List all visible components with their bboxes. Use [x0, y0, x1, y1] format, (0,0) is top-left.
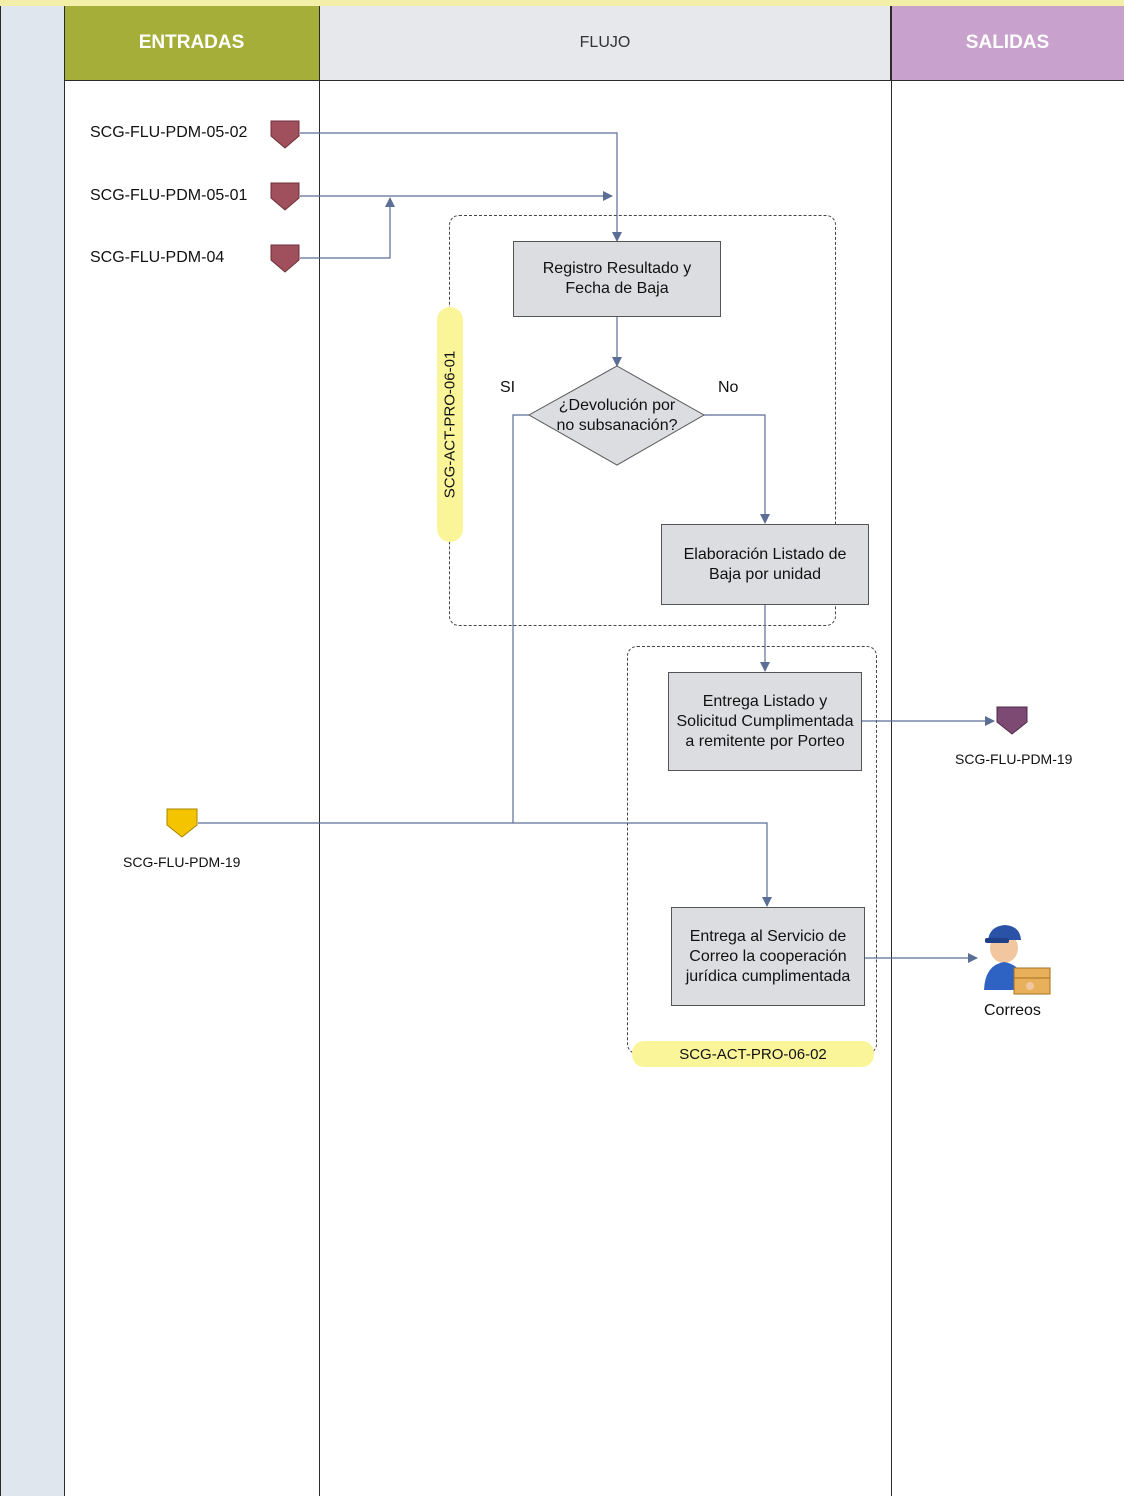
process-registro[interactable]: Registro Resultado y Fecha de Baja	[513, 241, 721, 317]
document-icon-19-output	[996, 706, 1028, 735]
connector-decision-no	[703, 414, 770, 524]
lane-divider-flujo-salidas	[891, 6, 892, 1496]
process-entrega-listado[interactable]: Entrega Listado y Solicitud Cumplimentad…	[668, 672, 862, 771]
document-icon-19-input	[166, 808, 198, 838]
document-icon-05-01	[270, 182, 300, 211]
lane-header-flujo: FLUJO	[319, 6, 891, 80]
lane-divider-left	[64, 6, 65, 1496]
input-label-19: SCG-FLU-PDM-19	[123, 854, 241, 870]
decision-no-label: No	[718, 379, 739, 396]
connector-04-merge	[300, 197, 395, 259]
group-tag-06-01: SCG-ACT-PRO-06-01	[437, 307, 463, 542]
header-bottom-line	[64, 80, 1124, 81]
output-label-19: SCG-FLU-PDM-19	[955, 751, 1073, 767]
document-icon-04	[270, 244, 300, 273]
process-elaboracion[interactable]: Elaboración Listado de Baja por unidad	[661, 524, 869, 605]
group-tag-06-02: SCG-ACT-PRO-06-02	[632, 1041, 874, 1067]
lane-divider-entradas-flujo	[319, 6, 320, 1496]
input-label-04: SCG-FLU-PDM-04	[90, 249, 225, 266]
input-label-05-01: SCG-FLU-PDM-05-01	[90, 187, 248, 204]
lane-header-entradas: ENTRADAS	[64, 6, 319, 80]
connector-19-to-correo	[198, 822, 772, 907]
connector-decision-si	[512, 414, 529, 823]
correos-person-icon	[984, 925, 1051, 995]
output-label-correos: Correos	[984, 1002, 1041, 1019]
document-icon-05-02	[270, 120, 300, 149]
connector-05-02-to-registro	[300, 132, 622, 242]
decision-diamond	[527, 365, 706, 466]
decision-yes-label: SI	[500, 379, 516, 396]
input-label-05-02: SCG-FLU-PDM-05-02	[90, 124, 248, 141]
left-margin-column	[0, 6, 64, 1496]
decision-label: ¿Devolución por no subsanación?	[556, 397, 678, 434]
lane-header-salidas: SALIDAS	[891, 6, 1124, 80]
process-entrega-correo[interactable]: Entrega al Servicio de Correo la coopera…	[671, 907, 865, 1006]
group-tag-06-01-text: SCG-ACT-PRO-06-01	[441, 350, 459, 499]
